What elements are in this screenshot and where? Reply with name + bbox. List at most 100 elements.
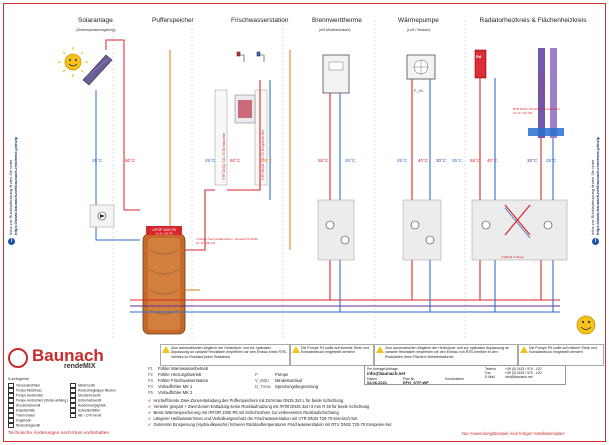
note-text: Beste Wärmespeicherung mit rRTOR 1000 P8… (153, 410, 339, 415)
contact-phone1: +49 (0) 2433 / 970 - 120 (505, 367, 542, 371)
note-line: ✔Beste Wärmespeicherung mit rRTOR 1000 P… (148, 410, 339, 415)
column-title-heatpump: Wärmepumpe (398, 17, 439, 24)
heatpump-pump-station (402, 199, 442, 261)
legend-item-label: Pumpe Mischfluss (16, 388, 42, 393)
legend-item-label: Rückschlagklappe Mischer (78, 388, 116, 393)
legend-symbol-icon (8, 408, 14, 413)
temp-boiler-supply: 55°C (318, 158, 329, 163)
warning-text-4: Die Pumpe P5 sollte auf mittlere Stufe u… (529, 346, 597, 355)
frame-left (3, 3, 4, 441)
contact-date-label: Datum (367, 377, 377, 381)
note-line: ✔Hocheffiziente Zwei-Zonen-Beladung des … (148, 398, 343, 403)
legend-item-label: Pumpe Heizbetrieb (16, 393, 44, 398)
contact-email-label: Per Anfrage/Anfrage (367, 367, 398, 371)
contact-mail2[interactable]: info@baunach.net (505, 375, 533, 379)
boiler-pump-station (317, 199, 355, 261)
legend-symbol-icon (8, 393, 14, 398)
abbrev-code: V_MZU (255, 378, 270, 383)
note-line: ✔Getrennte Einspeisung (Hydraulikweiche)… (148, 422, 392, 427)
note-text: Verteiler gespart + Zwei-Zonen-Entladung… (153, 404, 370, 409)
temp-hp-supply: 40°C (418, 158, 429, 163)
legend-item: Sicherheitsventil (70, 398, 101, 403)
legend-item-label: Ausdehnungsgefäß (78, 403, 106, 408)
note-text: Längerer Heißwasserrinner und Verkalkung… (153, 416, 358, 421)
legend-item: Drosselrückventil (8, 403, 40, 408)
legend-symbol-icon (70, 388, 76, 393)
heating-circuit-station (471, 199, 568, 261)
column-title-radiator: Radiatorheizkreis & Flächenheizkreis (478, 17, 588, 25)
legend-item: Einjustierhilfe (8, 408, 35, 413)
note-text: Hocheffiziente Zwei-Zonen-Beladung des P… (153, 398, 344, 403)
boiler-unit (322, 54, 350, 94)
temp-fw-mix: 35°C (262, 158, 273, 163)
legend-item: Rückschlagklappe Mischer (70, 388, 116, 393)
legend-item-label: AB- / ZYK-Ventil (78, 413, 102, 418)
column-title-freshwater: Frischwasserstation (231, 17, 289, 24)
legend-symbol-icon (70, 398, 76, 403)
note-check-icon: ✔ (148, 404, 152, 409)
sensor-code: F4 (148, 384, 153, 389)
contact-rev-label: Konstrukteur (445, 377, 465, 381)
footer-right: Nur Anwendungsbeispiel, kein fertiger In… (462, 431, 565, 436)
warning-box-4: Die Pumpe P5 sollte auf mittlere Stufe u… (518, 344, 604, 366)
legend-item-label: Überströmventil (78, 393, 101, 398)
legend-item: Pumpe Heizbetrieb (8, 393, 43, 398)
legend-title: Kurzlegende (8, 377, 30, 381)
heatpump-flow-sensor-label: F_VL (414, 88, 424, 93)
legend-symbol-icon (70, 383, 76, 388)
rtb-label-2: RTB DN15 T30-45 (542, 75, 546, 100)
sensor-text: Fühler Warmwasserbetrieb (158, 366, 209, 371)
warning-box-2: Die Pumpe P4 sollte auf kleinste Stufe u… (290, 344, 374, 366)
column-sub-boiler: (mit Mindestumlauf) (319, 28, 351, 32)
warning-icon-2 (292, 346, 300, 353)
temp-solar-supply: 25°C (92, 158, 103, 163)
sensor-line: F1 Fühler Warmwasserbetrieb (148, 366, 208, 371)
temp-solar-return: 60°C (125, 158, 136, 163)
legend-item-label: Kugelhahn (16, 418, 32, 423)
warning-icon-3 (376, 346, 384, 353)
buffer-tank (142, 233, 186, 335)
legend-symbol-icon (8, 398, 14, 403)
contact-mail-label: E-Mail (485, 375, 495, 379)
legend-item: Temperaturfühler (8, 383, 40, 388)
legend-item: Mischrventil (70, 383, 95, 388)
legend-symbol-icon (70, 413, 76, 418)
legend-symbol-icon (70, 408, 76, 413)
legend-item: AB- / ZYK-Ventil (70, 413, 101, 418)
note-line: ✔Verteiler gespart + Zwei-Zonen-Entladun… (148, 404, 369, 409)
brand-mark-icon (8, 348, 28, 368)
right-info-icon: i (592, 238, 599, 245)
sensor-code: F1 (148, 366, 153, 371)
column-title-radiator-text: Radiatorheizkreis & Flächenheizkreis (479, 17, 587, 24)
smiley-icon (576, 315, 596, 335)
column-title-buffer: Pufferspeicher (152, 17, 194, 24)
legend-item: Thermometer (8, 413, 35, 418)
footer-left: Technische Änderungen und Irrtum vorbeha… (8, 431, 110, 436)
legend-item: Überströmventil (70, 393, 100, 398)
sensor-text: Fühler Heizungsbetrieb (158, 372, 202, 377)
note-text: Getrennte Einspeisung (Hydraulikweiche) … (153, 422, 392, 427)
contact-table: Per Anfrage/Anfrage info@baunach.net Dat… (364, 365, 566, 385)
legend-item-label: Mischrventil (78, 383, 95, 388)
legend-symbol-icon (8, 418, 14, 423)
solar-pump-group (89, 204, 115, 228)
legend-symbol-icon (70, 393, 76, 398)
warning-text-2: Die Pumpe P4 sollte auf kleinste Stufe u… (301, 346, 370, 355)
sensor-code: F5 (148, 390, 153, 395)
temp-hp-mix: 30°C (436, 158, 447, 163)
note-check-icon: ✔ (148, 416, 152, 421)
contact-email[interactable]: info@baunach.net (367, 371, 406, 376)
temp-boiler-return: 25°C (345, 158, 356, 163)
contact-phone2: +49 (0) 2433 / 970 - 120 (505, 371, 542, 375)
legend-item: Schnellentlüfter (70, 408, 100, 413)
main-pipes (130, 50, 560, 313)
legend-symbol-icon (8, 413, 14, 418)
frame-top (3, 3, 606, 4)
temp-radiator-supply: 55°C (470, 158, 481, 163)
legend-item-label: Schnellentlüfter (78, 408, 100, 413)
temp-floor-return: 25°C (546, 158, 557, 163)
tank-sub: Art.-Nr.: 001 PR (156, 233, 173, 236)
legend-item: Kugelhahn (8, 418, 31, 423)
